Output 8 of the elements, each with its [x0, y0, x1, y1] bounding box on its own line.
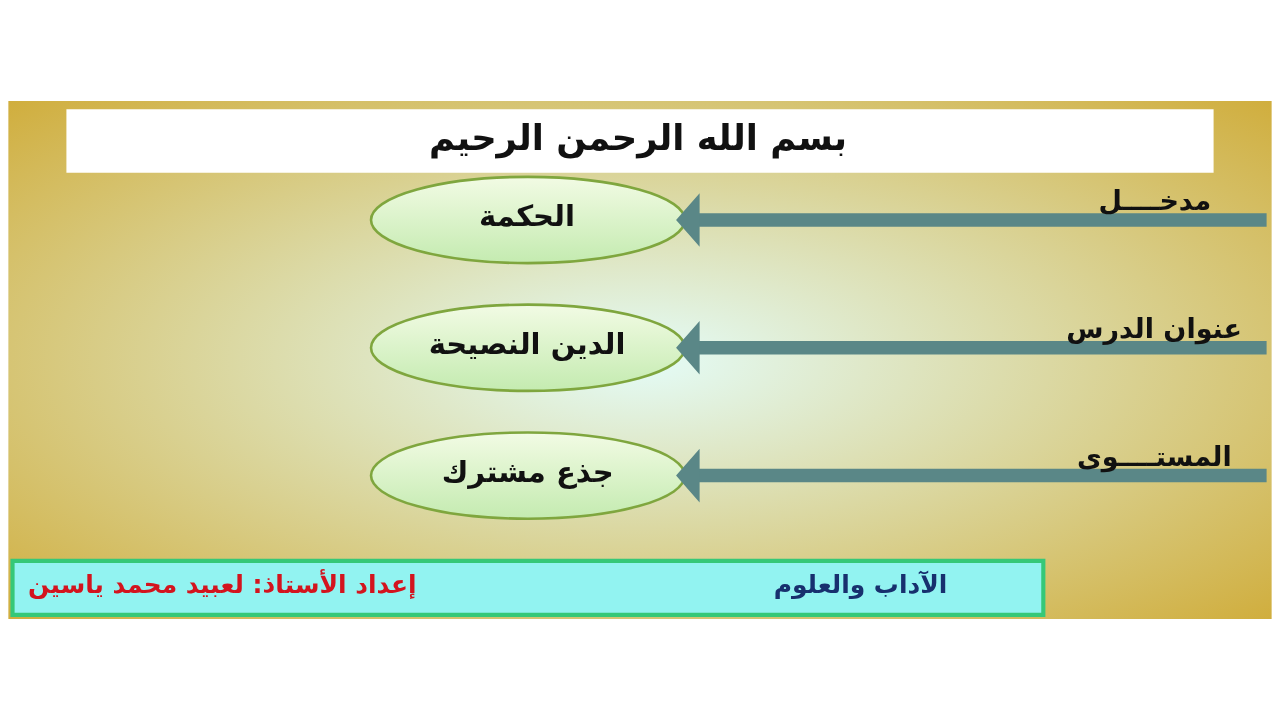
edge-label: المستــــوى [1077, 441, 1232, 473]
diagram-title: بسم الله الرحمن الرحيم [429, 116, 848, 158]
edge-label: عنوان الدرس [1066, 313, 1243, 345]
edge-label: مدخــــل [1098, 185, 1212, 217]
node-box: إعداد الأستاذ: لعبيد محمد ياسين الآداب والعلوم [10, 558, 1046, 617]
arrow [676, 193, 1267, 247]
arrow [676, 321, 1267, 375]
arrow [676, 448, 1267, 503]
